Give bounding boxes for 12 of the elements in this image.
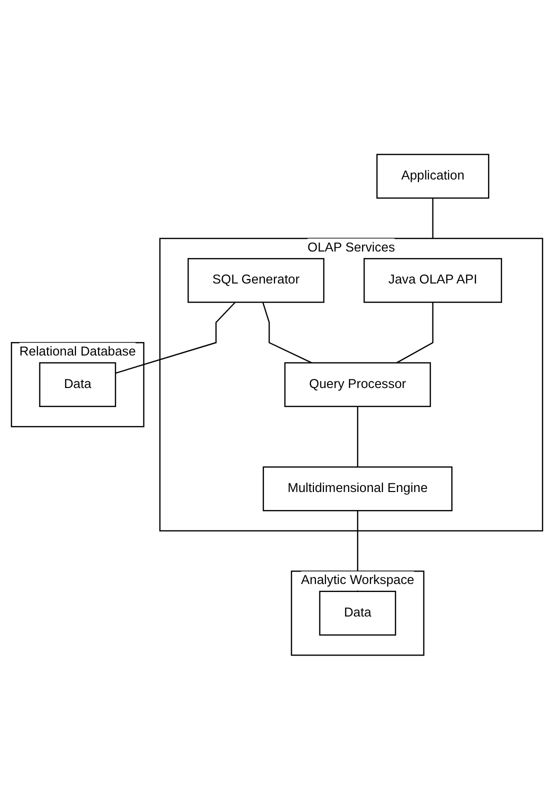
connector [396, 302, 434, 364]
connector [115, 302, 236, 374]
connector [357, 406, 358, 468]
node-box: SQL Generator [188, 258, 324, 304]
node-box: Java OLAP API [364, 258, 502, 304]
node-box: Data [39, 362, 116, 408]
connector [262, 302, 312, 364]
connector [432, 198, 434, 239]
node-box: Data [319, 590, 396, 636]
node-box: Application [376, 154, 490, 199]
node-box: Multidimensional Engine [262, 466, 452, 512]
node-box: Query Processor [284, 362, 431, 408]
